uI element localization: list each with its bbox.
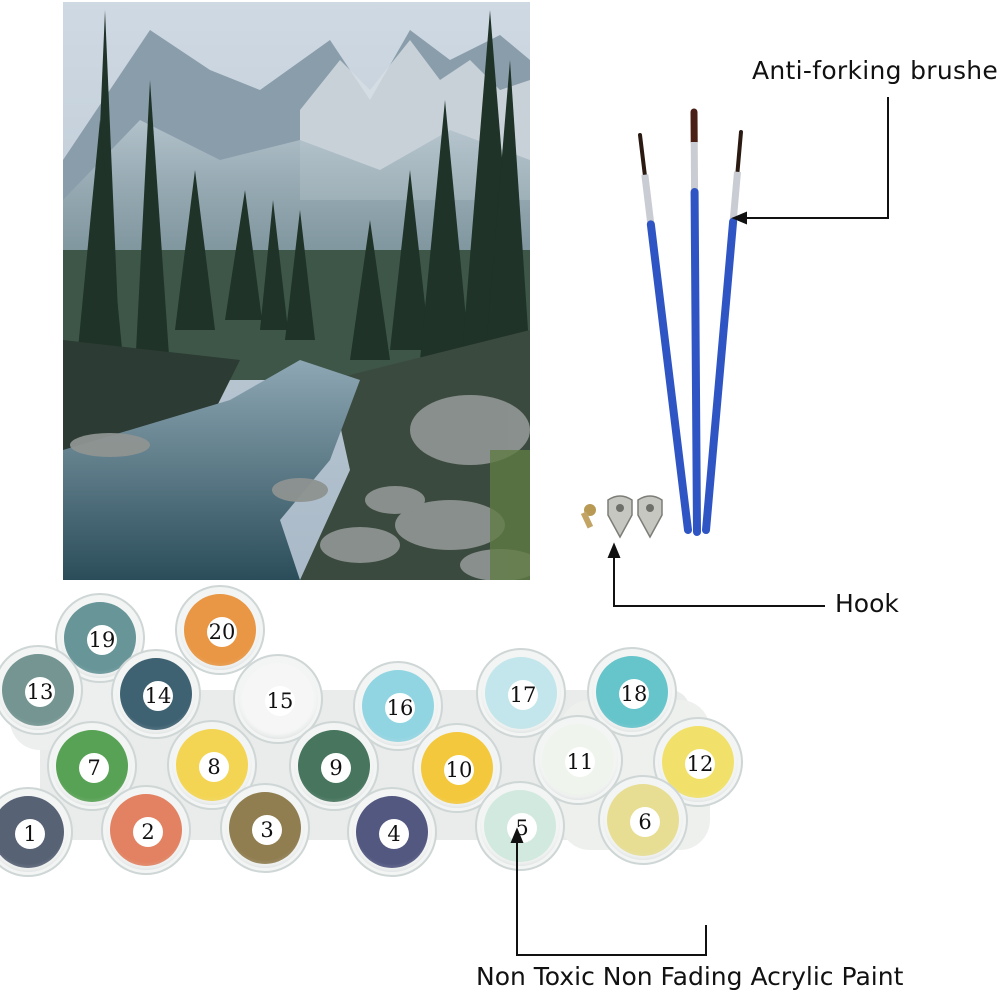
paint-pot-number: 9 [329, 756, 342, 780]
paint-pot-4: 4 [347, 787, 437, 877]
paint-pot-number: 7 [87, 756, 100, 780]
paint-pot-number: 14 [145, 684, 172, 708]
brush-arrow-icon [731, 211, 747, 225]
paint-pot-number: 19 [89, 628, 116, 652]
paint-pot-13: 13 [0, 645, 83, 735]
paint-pot-number: 12 [687, 752, 714, 776]
paint-brush [638, 133, 692, 534]
paint-brush [690, 108, 701, 536]
brushes-label: Anti-forking brushe [752, 56, 999, 85]
paint-pot-5: 5 [475, 781, 565, 871]
hook-icon [607, 495, 663, 539]
paint-pot-12: 12 [653, 717, 743, 807]
paint-pot-7: 7 [47, 721, 137, 811]
paint-label: Non Toxic Non Fading Acrylic Paint [476, 962, 904, 991]
paint-pot-18: 18 [587, 647, 677, 737]
paint-pot-number: 18 [621, 682, 648, 706]
paint-pot-number: 20 [209, 620, 236, 644]
paint-pot-number: 2 [141, 820, 154, 844]
paint-pot-8: 8 [167, 720, 257, 810]
paint-pot-17: 17 [476, 648, 566, 738]
paint-pot-number: 11 [567, 750, 594, 774]
paint-pot-number: 4 [387, 822, 400, 846]
hook-callout-line [613, 553, 825, 607]
paint-pot-3: 3 [220, 783, 310, 873]
landscape-painting [63, 2, 530, 580]
hook-arrow-icon [607, 542, 621, 558]
hook-label: Hook [835, 589, 899, 618]
paint-pot-1: 1 [0, 787, 73, 877]
paint-pot-number: 8 [207, 755, 220, 779]
paint-callout-line [516, 838, 707, 956]
hook-set [580, 495, 663, 539]
paint-pot-10: 10 [412, 723, 502, 813]
paint-pot-14: 14 [111, 649, 201, 739]
paint-pot-number: 15 [267, 689, 294, 713]
brush-callout-line [742, 97, 889, 219]
paint-pot-16: 16 [353, 661, 443, 751]
paint-pot-number: 17 [510, 683, 537, 707]
paint-pot-number: 10 [446, 758, 473, 782]
paint-pot-9: 9 [289, 721, 379, 811]
paint-pot-11: 11 [533, 715, 623, 805]
paint-pot-number: 1 [23, 822, 36, 846]
callout-lines [510, 97, 889, 956]
paint-pot-20: 20 [175, 585, 265, 675]
paint-pot-2: 2 [101, 785, 191, 875]
screw-icon [580, 504, 596, 529]
paint-pot-19: 19 [55, 593, 145, 683]
paint-arrow-icon [510, 827, 524, 843]
paint-pot-15: 15 [233, 654, 323, 744]
paint-pot-number: 6 [638, 810, 651, 834]
paint-brush [702, 130, 743, 534]
paint-pot-number: 3 [260, 818, 273, 842]
paint-pot-6: 6 [598, 775, 688, 865]
paint-brushes [638, 108, 743, 536]
paint-pot-number: 16 [387, 696, 414, 720]
paint-pot-number: 13 [27, 680, 54, 704]
